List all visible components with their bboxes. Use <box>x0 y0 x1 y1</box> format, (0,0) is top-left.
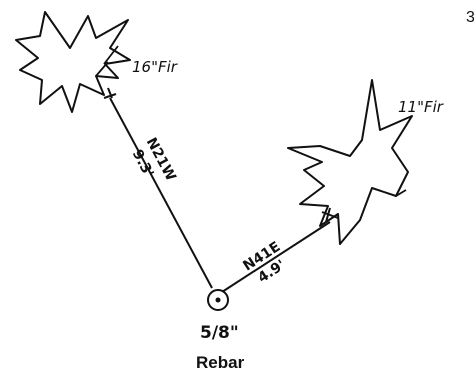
corner-mark: 3 <box>466 9 474 26</box>
tree-11-fir-detail <box>395 189 407 197</box>
tree-16-tie-marker <box>103 87 117 99</box>
tree-11-fir-label: 11"Fir <box>398 98 444 116</box>
tree-11-tie-marker <box>321 207 339 223</box>
monument-type: Rebar <box>196 353 245 372</box>
tree-16-fir-crown <box>15 11 131 113</box>
tie-line-11-fir <box>221 221 331 293</box>
tree-16-fir-label: 16"Fir <box>132 58 178 76</box>
tie-line-16-fir <box>109 97 213 289</box>
monument-size: 5/8" <box>200 323 239 343</box>
tree-16-fir-detail <box>95 45 119 77</box>
rebar-monument-dot <box>215 297 221 303</box>
tree-11-fir-crown <box>287 79 413 245</box>
